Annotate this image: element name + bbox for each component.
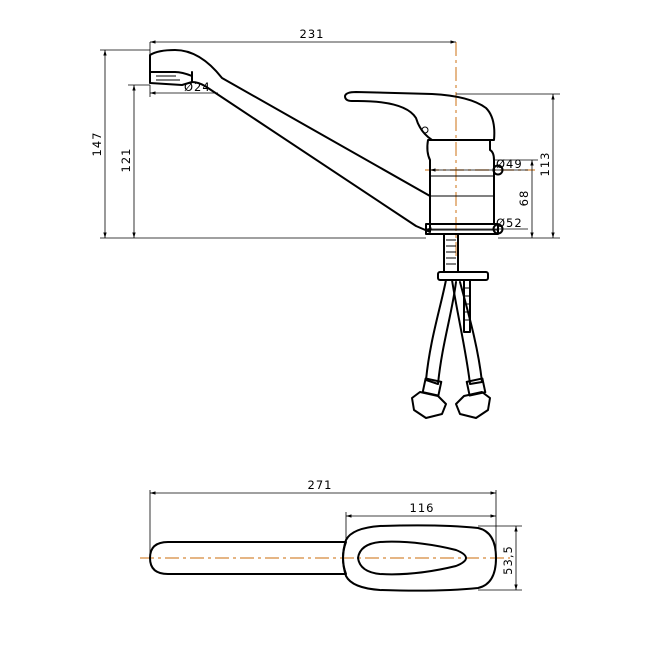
mounting-plate xyxy=(437,271,489,281)
top-lever-outline xyxy=(342,524,497,592)
dim-121-label: 121 xyxy=(119,148,133,173)
lever-handle xyxy=(344,91,496,141)
dim-52-marker xyxy=(492,223,504,235)
aerator xyxy=(149,71,193,86)
top-view xyxy=(140,524,510,592)
hose-nut-right xyxy=(455,391,491,419)
lever-screw xyxy=(421,126,429,134)
dim-52-label: Ø52 xyxy=(496,216,523,230)
dim-116-label: 116 xyxy=(410,501,435,515)
hose-left xyxy=(425,279,457,385)
dim-271-label: 271 xyxy=(308,478,333,492)
dim-113-label: 113 xyxy=(538,152,552,177)
threaded-rod xyxy=(463,279,471,333)
top-view-dimensions: 271 116 53,5 xyxy=(149,478,522,591)
hose-right xyxy=(451,279,483,385)
dim-68-label: 68 xyxy=(517,190,531,207)
dim-49-marker xyxy=(492,164,504,176)
dim-231-label: 231 xyxy=(300,27,325,41)
top-lever-cutout xyxy=(357,540,467,576)
dim-53-label: 53,5 xyxy=(501,545,515,575)
side-view-dimensions: 231 Ø24 147 121 113 Ø49 68 Ø52 xyxy=(90,27,560,239)
valve-body xyxy=(426,139,495,225)
side-view xyxy=(149,42,535,419)
hose-nut-left xyxy=(411,391,447,419)
dim-24-label: Ø24 xyxy=(184,80,211,94)
spout xyxy=(149,49,431,233)
dim-49-label: Ø49 xyxy=(496,157,523,171)
dim-147-label: 147 xyxy=(90,132,104,157)
